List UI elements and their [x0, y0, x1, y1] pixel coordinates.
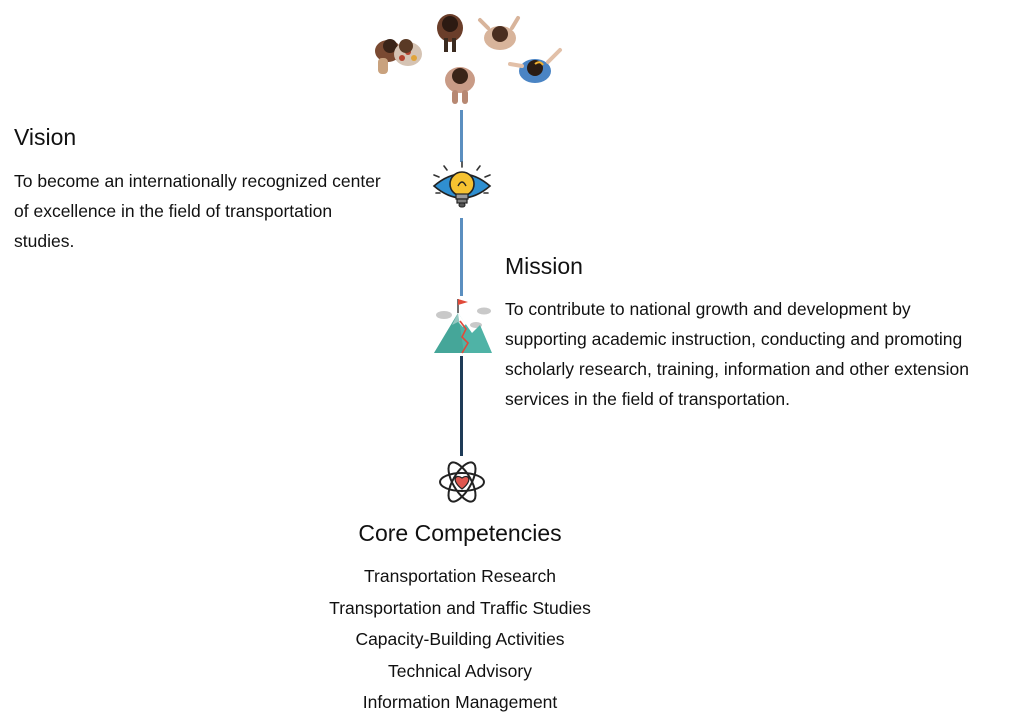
list-item: Transportation Research	[364, 566, 556, 586]
vision-line: studies.	[14, 231, 75, 251]
mission-line: To contribute to national growth and dev…	[505, 299, 911, 319]
list-item: Transportation and Traffic Studies	[329, 597, 591, 618]
person-figure	[478, 16, 520, 50]
vision-line: of excellence in the field of transporta…	[14, 201, 333, 221]
vision-heading: Vision	[14, 124, 77, 150]
list-item: Information Management	[362, 692, 558, 712]
mountain-flag-icon	[434, 299, 492, 354]
person-figure	[394, 39, 422, 66]
mission-line: services in the field of transportation.	[505, 389, 791, 409]
core-competencies-list: Transportation Research Transportation a…	[260, 561, 660, 719]
mission-statement: To contribute to national growth and dev…	[505, 294, 1020, 414]
list-item: Capacity-Building Activities	[355, 629, 565, 649]
core-competencies-heading: Core Competencies	[358, 520, 562, 546]
vision-statement: To become an internationally recognized …	[14, 166, 434, 256]
list-item: Technical Advisory	[388, 660, 532, 681]
connector-line-middle	[460, 218, 463, 296]
lightbulb-eye-icon	[432, 161, 492, 208]
people-top-view-icon	[375, 14, 562, 104]
person-figure	[508, 48, 562, 83]
connector-line-bottom	[460, 356, 463, 456]
person-figure	[445, 67, 475, 104]
vision-line: To become an internationally recognized …	[14, 171, 381, 191]
person-figure	[437, 14, 463, 52]
person-figure	[375, 39, 401, 74]
mission-line: supporting academic instruction, conduct…	[505, 329, 963, 349]
atom-heart-icon	[439, 461, 485, 503]
connector-line-top	[460, 110, 463, 162]
mission-line: scholarly research, training, informatio…	[505, 359, 969, 379]
mission-heading: Mission	[505, 253, 583, 279]
